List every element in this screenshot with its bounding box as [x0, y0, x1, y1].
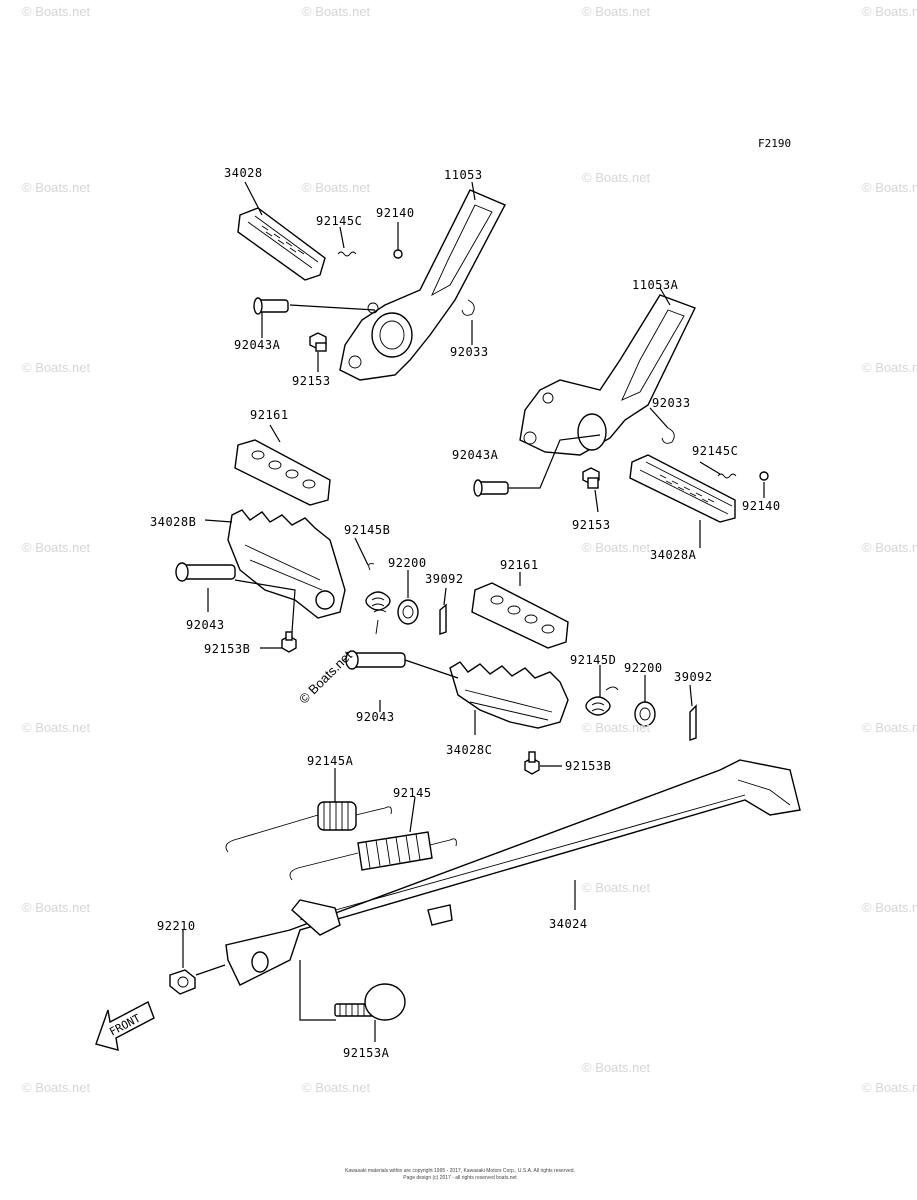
part-label-92153-right[interactable]: 92153 [572, 518, 611, 532]
watermark: © Boats.net [582, 170, 651, 185]
part-label-92153a[interactable]: 92153A [343, 1046, 390, 1060]
watermark: © Boats.net [22, 180, 91, 195]
spring-92145d [585, 686, 619, 716]
part-label-34028c[interactable]: 34028C [446, 743, 493, 757]
pin-92043a-top [253, 297, 289, 315]
bolt-92153b-left [281, 631, 297, 653]
watermark: © Boats.net [862, 900, 917, 915]
footpeg-34028 [237, 207, 326, 281]
part-label-92153-top[interactable]: 92153 [292, 374, 331, 388]
part-label-92145c-right[interactable]: 92145C [692, 444, 739, 458]
part-label-34024[interactable]: 34024 [549, 917, 588, 931]
nut-92210 [169, 969, 196, 995]
step-34028b [227, 509, 346, 619]
part-label-92145[interactable]: 92145 [393, 786, 432, 800]
copyright-line-1: Kawasaki materials within are copyright … [345, 1168, 575, 1174]
bracket-11053 [339, 189, 506, 381]
part-label-39092-left[interactable]: 39092 [425, 572, 464, 586]
front-arrow: FRONT [95, 1001, 155, 1051]
figure-reference: F2190 [758, 137, 792, 150]
watermark: © Boats.net [862, 540, 917, 555]
pin-92043-mid [345, 650, 406, 670]
part-label-92140-right[interactable]: 92140 [742, 499, 781, 513]
watermark: © Boats.net [862, 180, 917, 195]
spring-92145 [289, 831, 457, 881]
part-label-92161-left[interactable]: 92161 [250, 408, 289, 422]
bolt-92153-right [582, 467, 600, 489]
part-label-92153b-mid[interactable]: 92153B [565, 759, 612, 773]
washer-92200-left [397, 599, 419, 625]
ball-92140-top [393, 249, 403, 259]
watermark: © Boats.net [862, 360, 917, 375]
watermark: © Boats.net [302, 1080, 371, 1095]
part-label-34028[interactable]: 34028 [224, 166, 263, 180]
part-label-92043-left[interactable]: 92043 [186, 618, 225, 632]
watermark: © Boats.net [862, 1080, 917, 1095]
pad-92161-left [234, 439, 331, 506]
bolt-92153a [334, 983, 406, 1021]
clip-92033-top [461, 299, 475, 316]
part-label-39092-right[interactable]: 39092 [674, 670, 713, 684]
watermark: © Boats.net [22, 4, 91, 19]
part-label-92153b-left[interactable]: 92153B [204, 642, 251, 656]
watermark: © Boats.net [582, 540, 651, 555]
part-label-92145c-top[interactable]: 92145C [316, 214, 363, 228]
side-stand-34024 [225, 759, 801, 986]
watermark: © Boats.net [22, 720, 91, 735]
spring-92145b [365, 563, 391, 635]
ball-92140-right [759, 471, 769, 481]
watermark: © Boats.net [582, 880, 651, 895]
watermark: © Boats.net [22, 900, 91, 915]
part-label-92145d[interactable]: 92145D [570, 653, 617, 667]
watermark: © Boats.net [862, 720, 917, 735]
part-label-92043a-right[interactable]: 92043A [452, 448, 499, 462]
bracket-11053a [519, 294, 696, 456]
watermark: © Boats.net [582, 720, 651, 735]
pad-92161-mid [471, 582, 569, 649]
part-label-92161-mid[interactable]: 92161 [500, 558, 539, 572]
watermark: © Boats.net [302, 180, 371, 195]
spring-92145c-right [717, 473, 737, 479]
pin-92043a-right [473, 479, 509, 497]
pin-92043-left [175, 562, 236, 582]
part-label-92145b[interactable]: 92145B [344, 523, 391, 537]
step-34028c [449, 661, 569, 729]
part-label-11053[interactable]: 11053 [444, 168, 483, 182]
part-label-92043-mid[interactable]: 92043 [356, 710, 395, 724]
watermark: © Boats.net [302, 4, 371, 19]
copyright-footer: Kawasaki materials within are copyright … [300, 1168, 620, 1182]
clip-92033-right [661, 427, 675, 444]
part-label-92200-right[interactable]: 92200 [624, 661, 663, 675]
part-label-92145a[interactable]: 92145A [307, 754, 354, 768]
part-label-92033-right[interactable]: 92033 [652, 396, 691, 410]
bolt-92153b-mid [524, 751, 540, 775]
watermark: © Boats.net [22, 360, 91, 375]
footpeg-34028a [629, 454, 736, 523]
spring-92145c-top [337, 251, 357, 257]
pin-39092-left [439, 603, 447, 635]
part-label-11053a[interactable]: 11053A [632, 278, 679, 292]
part-label-34028b[interactable]: 34028B [150, 515, 197, 529]
spring-92145a [225, 801, 392, 853]
part-label-92200-left[interactable]: 92200 [388, 556, 427, 570]
watermark: © Boats.net [862, 4, 917, 19]
watermark: © Boats.net [582, 4, 651, 19]
bolt-92153-top [309, 332, 327, 352]
part-label-92140-top[interactable]: 92140 [376, 206, 415, 220]
pin-39092-right [689, 704, 697, 741]
watermark: © Boats.net [22, 1080, 91, 1095]
copyright-line-2: Page design (c) 2017 - all rights reserv… [403, 1175, 517, 1181]
watermark: © Boats.net [582, 1060, 651, 1075]
part-label-92210[interactable]: 92210 [157, 919, 196, 933]
part-label-92033-top[interactable]: 92033 [450, 345, 489, 359]
part-label-34028a[interactable]: 34028A [650, 548, 697, 562]
watermark: © Boats.net [22, 540, 91, 555]
part-label-92043a-top[interactable]: 92043A [234, 338, 281, 352]
